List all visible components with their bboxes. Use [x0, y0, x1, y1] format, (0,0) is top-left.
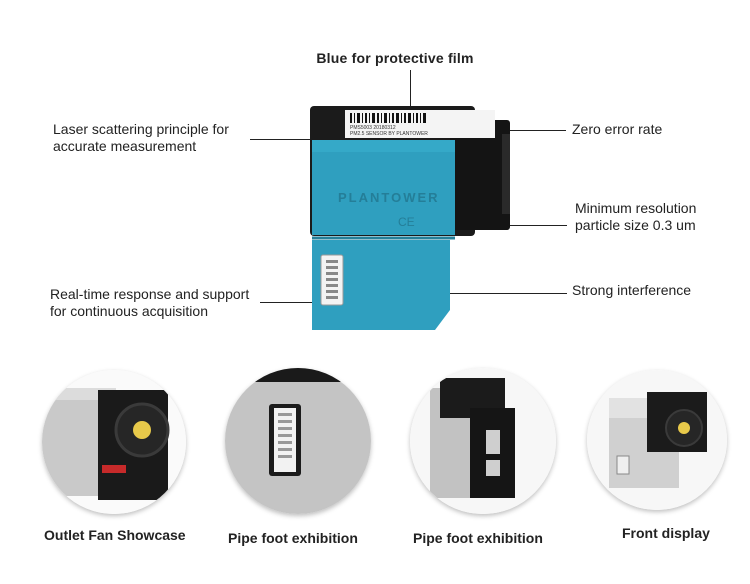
callout-text: Strong interference: [572, 282, 692, 298]
sensor-fan-edge: [502, 134, 510, 214]
callout-realtime-response: Real-time response and support for conti…: [50, 286, 249, 320]
callout-text: Minimum resolution: [575, 200, 697, 216]
callout-text: for continuous acquisition: [50, 303, 208, 319]
gallery-image-outlet-fan: [42, 370, 186, 514]
gallery-image-pipe-foot-1: [225, 368, 371, 514]
callout-zero-error: Zero error rate: [572, 121, 662, 138]
sensor-fan-block: [450, 120, 510, 230]
callout-text: Zero error rate: [572, 121, 663, 137]
leader-line-laser: [250, 139, 310, 140]
sensor-blue-shell-upper: [312, 140, 455, 235]
leader-line-realtime: [260, 302, 318, 303]
front-display-illustration: [587, 370, 727, 510]
label-text-line2: PM2.5 SENSOR BY PLANTOWER: [350, 131, 428, 137]
outlet-fan-illustration: [42, 370, 186, 514]
gallery-caption-outlet-fan: Outlet Fan Showcase: [44, 527, 186, 543]
page-title: Blue for protective film: [316, 50, 474, 66]
title-leader-line: [410, 70, 411, 106]
callout-text: particle size 0.3 um: [575, 217, 696, 233]
sensor-brand-text: PLANTOWER: [338, 190, 440, 205]
pipe-side-illustration: [410, 368, 556, 514]
callout-min-resolution: Minimum resolution particle size 0.3 um: [575, 200, 696, 234]
callout-strong-interference: Strong interference: [572, 282, 691, 299]
leader-line-interference: [445, 293, 567, 294]
gallery-caption-pipe-foot-1: Pipe foot exhibition: [228, 530, 358, 546]
callout-text: Laser scattering principle for: [53, 121, 229, 137]
sensor-blue-shell-highlight: [312, 140, 455, 152]
connector-pins: [326, 260, 338, 299]
callout-laser-scattering: Laser scattering principle for accurate …: [53, 121, 229, 155]
gallery-image-pipe-foot-2: [410, 368, 556, 514]
gallery-caption-front-display: Front display: [622, 525, 710, 541]
gallery-image-front-display: [587, 370, 727, 510]
leader-line-min-resolution: [455, 225, 567, 226]
sensor-ce-mark: CE: [398, 215, 415, 229]
label-text-line1: PMS5003 20180312: [350, 125, 396, 131]
barcode-icon: [350, 113, 426, 123]
gallery-caption-pipe-foot-2: Pipe foot exhibition: [413, 530, 543, 546]
sensor-product-image: PMS5003 20180312 PM2.5 SENSOR BY PLANTOW…: [310, 106, 510, 330]
sensor-blue-shell-lower: [312, 240, 450, 330]
callout-text: Real-time response and support: [50, 286, 250, 302]
leader-line-zero-error: [506, 130, 566, 131]
callout-text: accurate measurement: [53, 138, 197, 154]
pipe-foot-illustration: [225, 368, 371, 514]
